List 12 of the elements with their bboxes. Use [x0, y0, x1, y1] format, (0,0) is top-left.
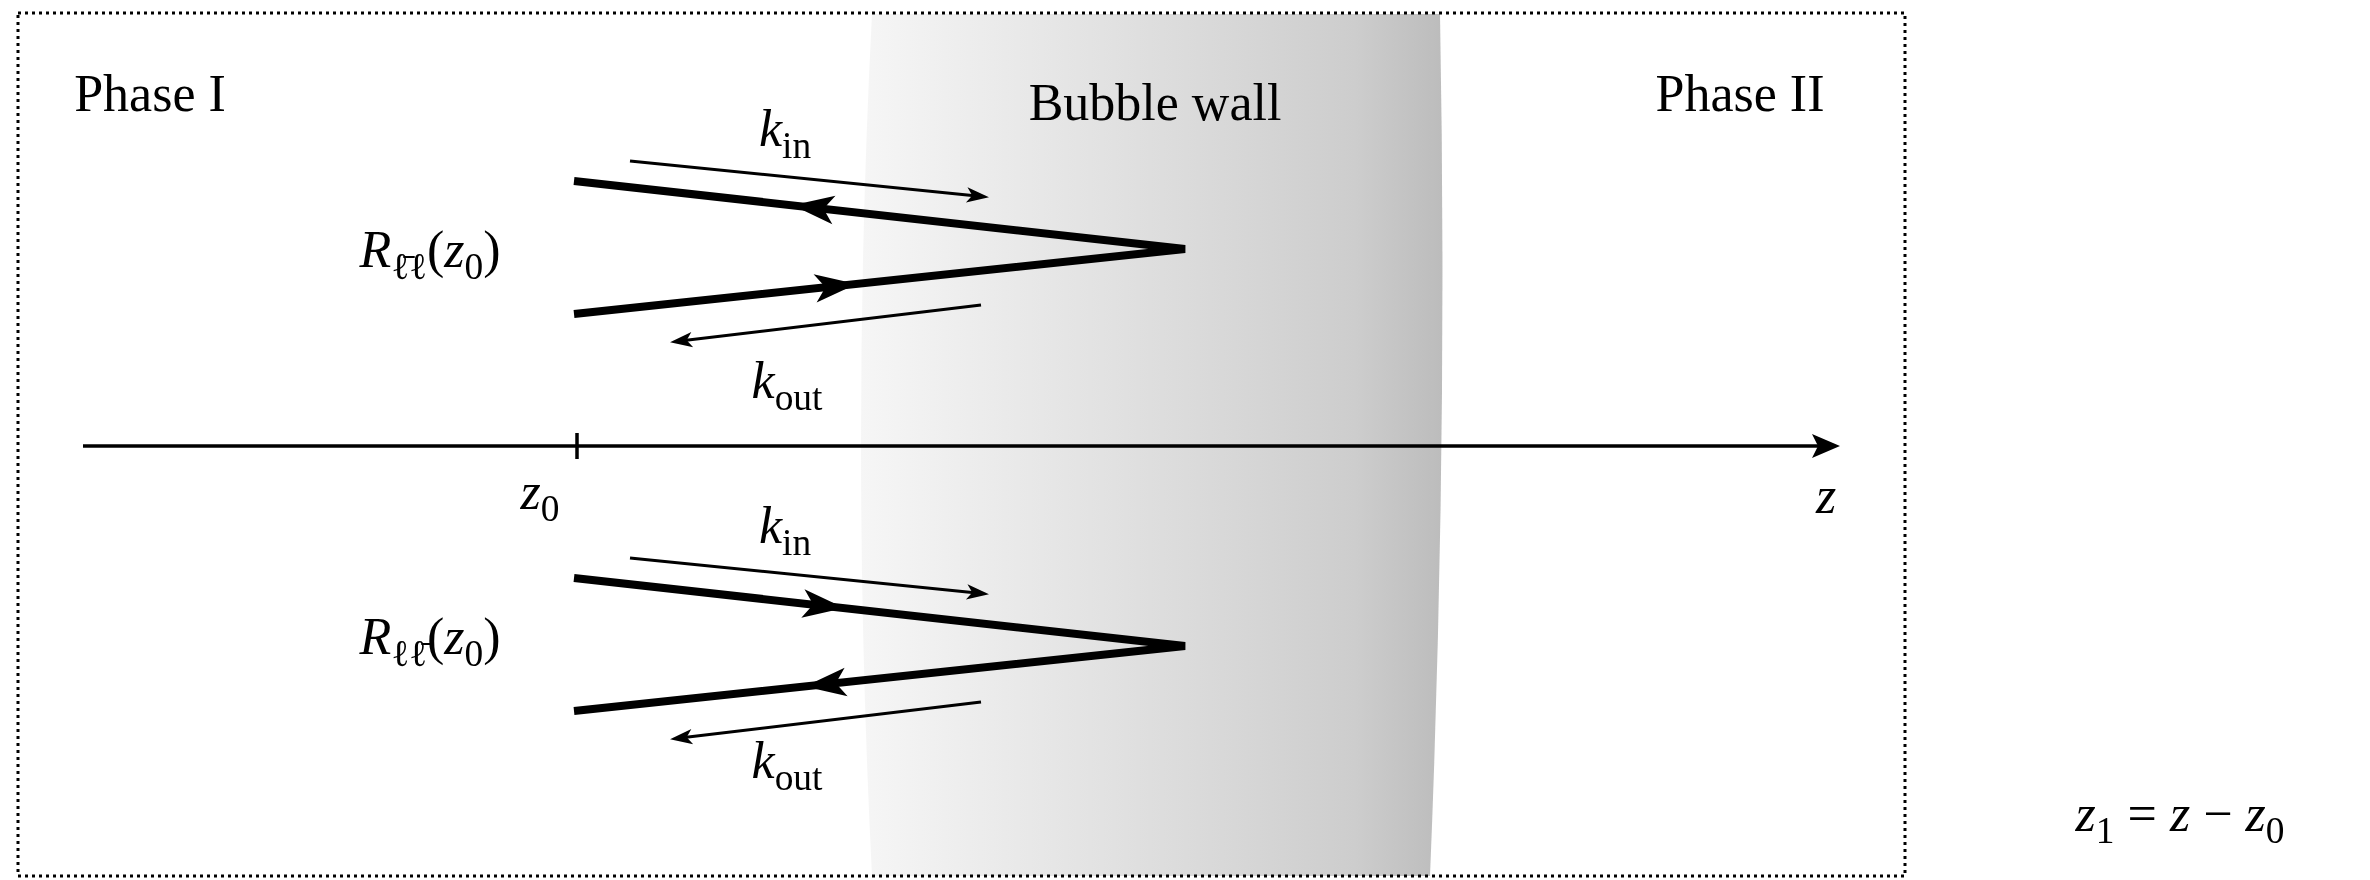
axis-label: z [1815, 467, 1837, 525]
momentum-label: k$_{out}$ [751, 352, 823, 418]
momentum-label: k$_{out}$ [751, 732, 823, 798]
momentum-label: k$_{in}$ [758, 497, 812, 563]
phase-label: Phase II [1655, 65, 1825, 123]
phase-label: Bubble wall [1028, 74, 1282, 132]
phase-label: Phase I [74, 65, 226, 123]
momentum-label: k$_{in}$ [758, 100, 812, 166]
axis-label: z$_{0}$ [520, 463, 560, 529]
reflection-coefficient-label: R$_{ℓ̄ℓ}$(z$_{0}$) [359, 221, 501, 287]
formula: z$_{1}$ = z − z$_{0}$ [2075, 785, 2285, 851]
reflection-coefficient-label: R$_{ℓℓ̄}$(z$_{0}$) [359, 608, 501, 674]
